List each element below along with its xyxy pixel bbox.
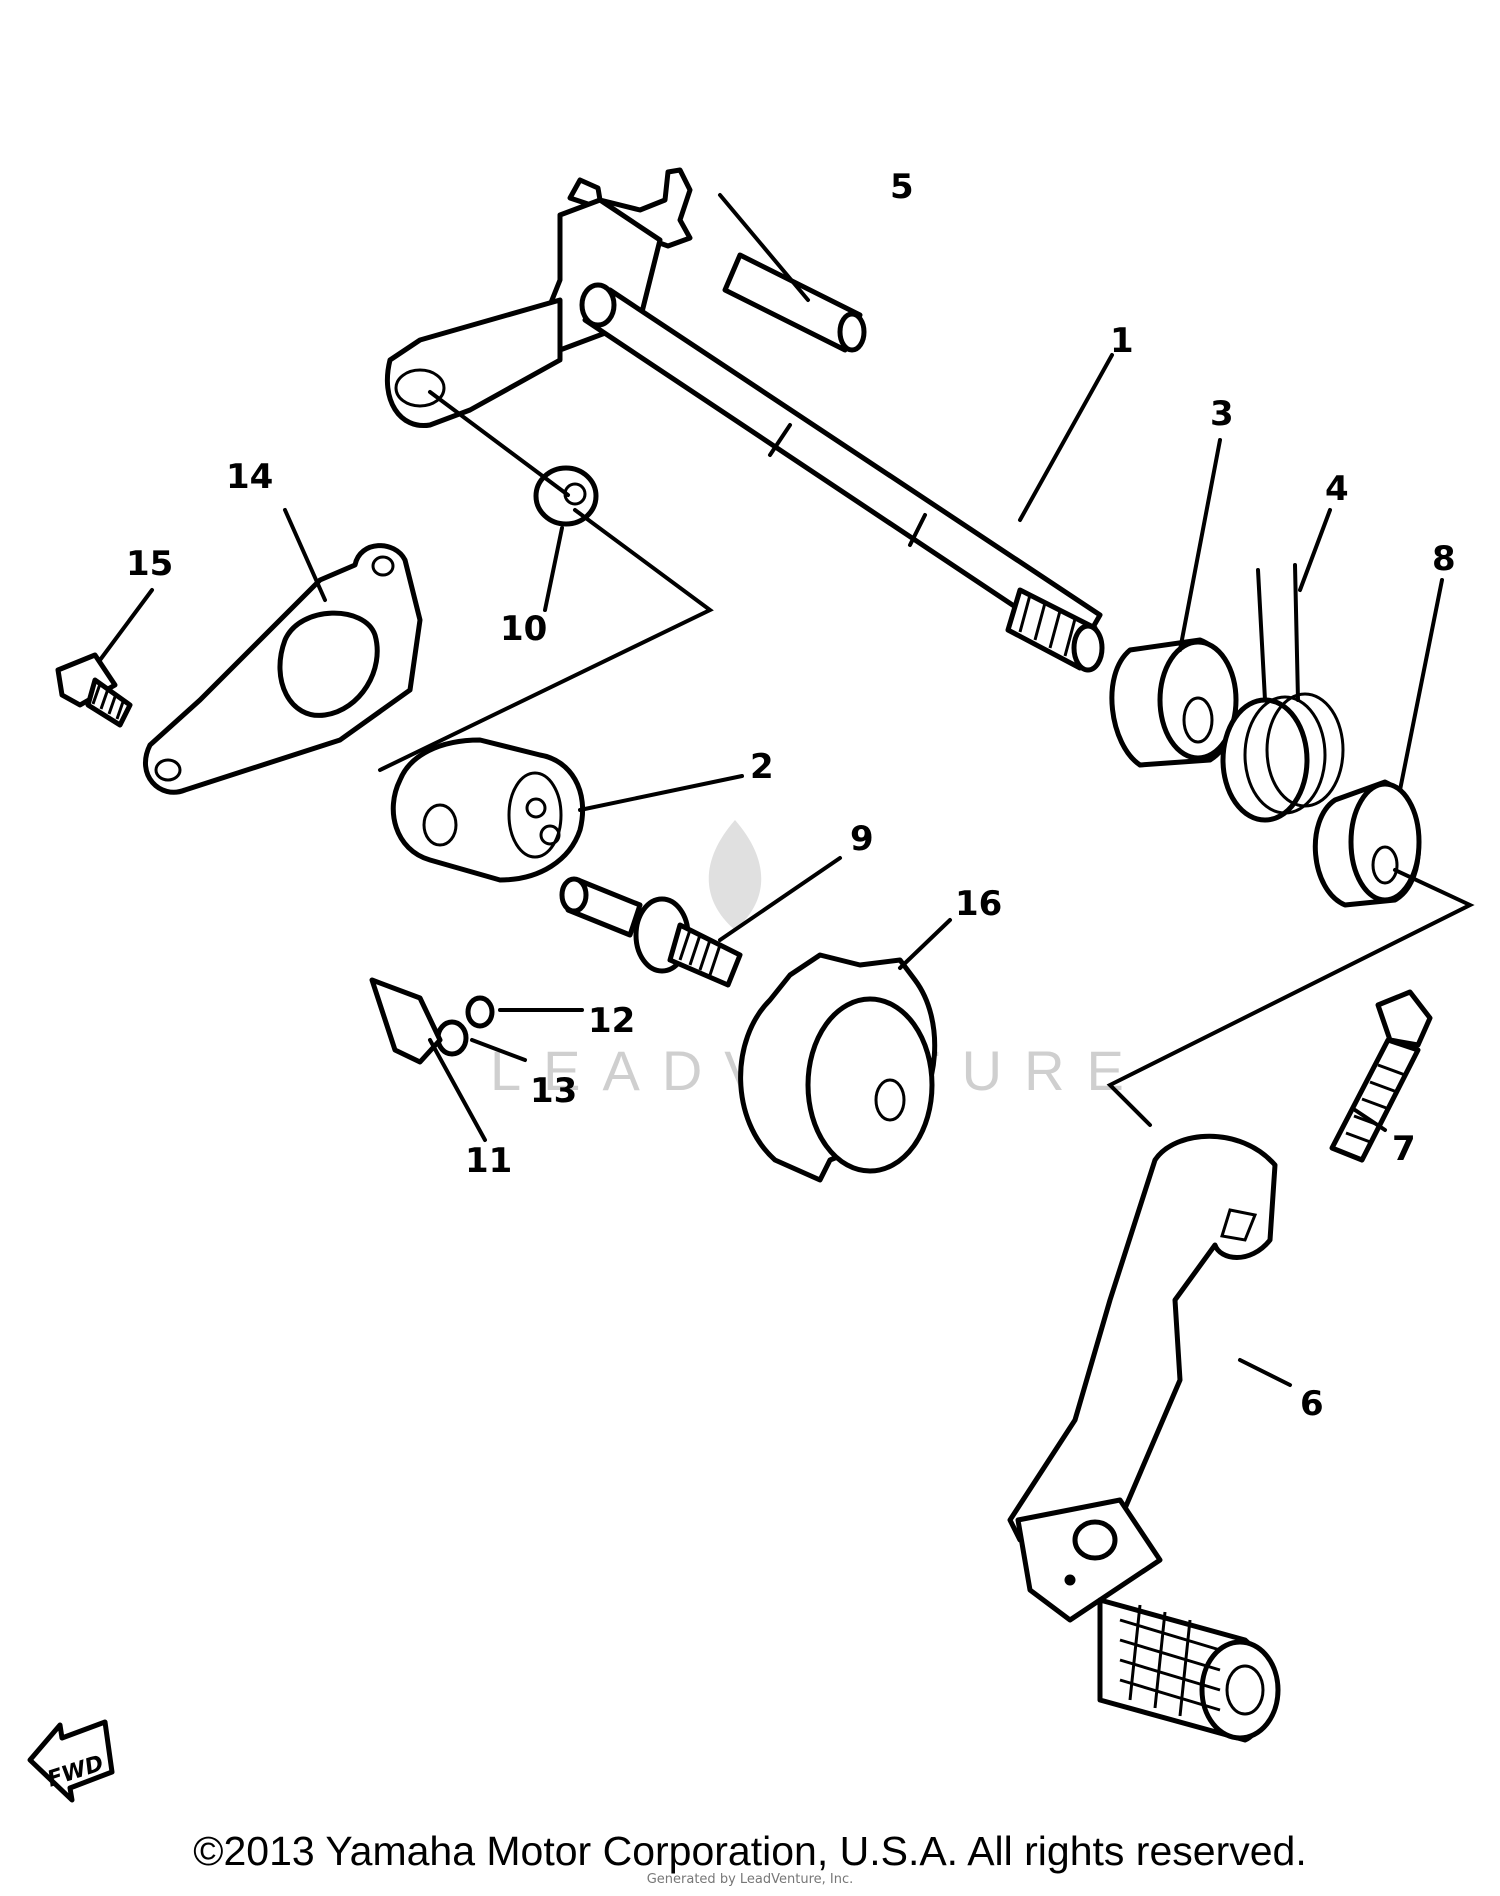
copyright-notice: ©2013 Yamaha Motor Corporation, U.S.A. A… [193,1828,1307,1874]
alignment-lines [378,390,1475,1127]
label-14: 14 [226,457,273,497]
part-14-plate [142,543,423,795]
label-5: 5 [890,167,914,207]
label-13: 13 [530,1071,577,1111]
part-8-collar [1312,779,1422,908]
part-9-bolt [559,876,743,988]
part-13-pin [435,1019,469,1057]
label-3: 3 [1210,394,1234,434]
part-5-pin [722,252,867,353]
label-15: 15 [126,544,173,584]
label-16: 16 [955,884,1002,924]
part-number-labels: 5 1 3 4 8 14 15 10 2 9 16 12 13 11 7 6 [126,167,1456,1424]
label-9: 9 [850,819,874,859]
label-7: 7 [1392,1129,1416,1169]
part-3-collar [1109,637,1239,768]
label-2: 2 [750,747,774,787]
part-1-shift-shaft [384,167,1105,673]
part-16-segment [738,952,938,1183]
leader-lines [98,193,1444,1387]
part-2-cam [390,737,586,883]
label-10: 10 [500,609,547,649]
part-12-spring [465,995,495,1029]
label-12: 12 [588,1001,635,1041]
part-4-spring [1220,563,1345,823]
label-11: 11 [465,1141,512,1181]
label-1: 1 [1110,321,1134,361]
part-6-shift-pedal [1007,1133,1281,1743]
label-8: 8 [1432,539,1456,579]
fwd-arrow-icon: FWD [27,1719,115,1803]
part-7-bolt [1329,989,1433,1163]
label-4: 4 [1325,469,1349,509]
part-11-stopper [369,977,443,1065]
part-15-bolt [55,652,133,728]
label-6: 6 [1300,1384,1324,1424]
footer-credit: Generated by LeadVenture, Inc. [646,1872,854,1887]
